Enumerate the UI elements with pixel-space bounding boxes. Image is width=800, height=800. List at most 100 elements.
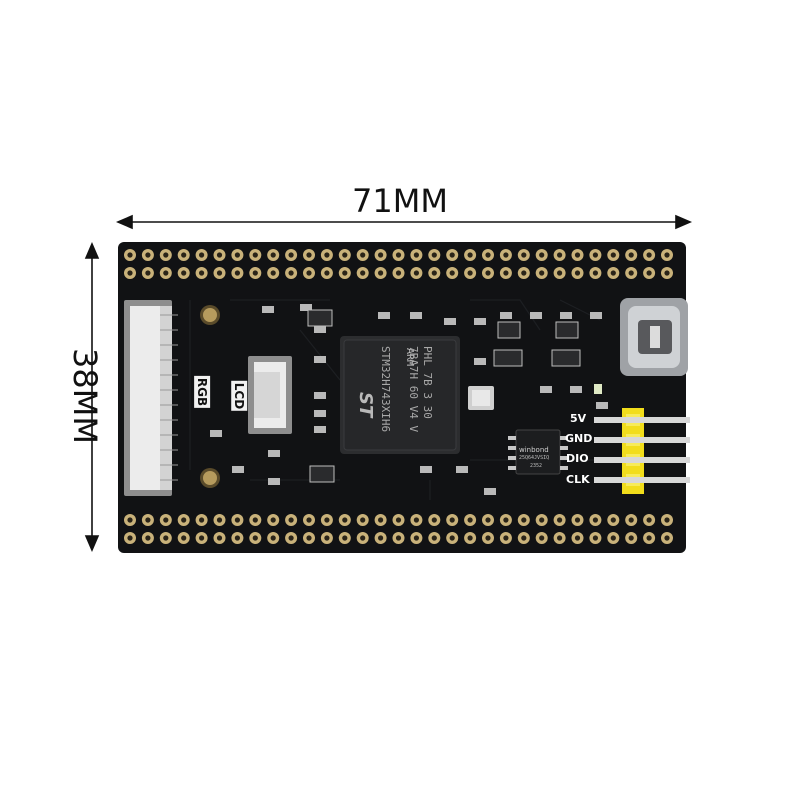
pin-pad-hole (503, 535, 509, 541)
mcu-marking-line3: PHL 7B 3 30 (421, 346, 434, 419)
pin-pad-hole (306, 270, 312, 276)
pin-pad-hole (216, 270, 223, 276)
pin-pad-hole (252, 252, 258, 258)
pin-pad-hole (181, 270, 187, 276)
pin-pad-hole (574, 535, 581, 541)
pin-pad-hole (216, 252, 223, 258)
pin-pad-hole (145, 517, 151, 523)
pin-pad-hole (378, 535, 384, 541)
pin-label-clk: CLK (566, 473, 590, 486)
pin-label-dio: DIO (566, 452, 589, 465)
pin-pad-hole (324, 517, 330, 523)
flash-chip (508, 429, 568, 475)
pin-pad-hole (360, 270, 366, 276)
pin-pad-hole (360, 517, 366, 523)
pin-pad-hole (592, 517, 599, 523)
pin-pad-hole (199, 535, 205, 541)
width-dimension-label: 71MM (352, 182, 448, 220)
pin-pad-hole (485, 270, 491, 276)
pin-pad-hole (557, 517, 563, 523)
voltage-regulators (307, 309, 581, 483)
pin-pad-hole (199, 252, 205, 258)
pin-pad-hole (610, 535, 616, 541)
pin-pad-hole (431, 252, 437, 258)
pin-pad-hole (270, 517, 276, 523)
pin-pad-hole (449, 270, 455, 276)
lcd-fpc-connector (248, 356, 292, 434)
pin-pad-hole (378, 517, 384, 523)
pin-pad-hole (395, 535, 402, 541)
pin-pad-hole (413, 252, 419, 258)
pin-pad-hole (449, 252, 455, 258)
pin-label-5v: 5V (570, 412, 587, 425)
pin-pad-hole (127, 252, 133, 258)
pin-pad-hole (199, 270, 205, 276)
pin-pad-hole (646, 252, 652, 258)
pin-pad-hole (574, 270, 581, 276)
pin-pad-hole (431, 535, 437, 541)
pin-pad-hole (181, 517, 187, 523)
pin-pad-hole (628, 252, 634, 258)
debug-pin-header (594, 408, 690, 494)
pin-pad-hole (467, 252, 473, 258)
smd-components (210, 304, 608, 495)
pin-pad-hole (628, 517, 634, 523)
pin-pad-hole (449, 517, 455, 523)
pin-pad-hole (592, 252, 599, 258)
pin-pad-hole (360, 535, 366, 541)
pin-pad-hole (181, 535, 187, 541)
pin-pad-hole (127, 270, 133, 276)
pin-pad-hole (127, 535, 133, 541)
pin-pad-hole (395, 270, 402, 276)
pin-pad-hole (539, 535, 545, 541)
pin-pad-hole (342, 535, 348, 541)
pin-pad-hole (485, 252, 491, 258)
pin-pad-hole (216, 517, 223, 523)
pin-pad-hole (646, 270, 652, 276)
pin-pad-hole (306, 517, 312, 523)
mcu-chip (340, 336, 460, 454)
pin-pad-hole (163, 517, 169, 523)
pin-pad-hole (145, 535, 151, 541)
pin-pad-hole (234, 517, 240, 523)
pin-pad-hole (628, 270, 634, 276)
flash-brand: winbond (519, 446, 549, 454)
pin-pad-hole (431, 270, 437, 276)
usb-c-connector (620, 298, 688, 376)
pin-pad-hole (234, 270, 240, 276)
pin-pad-hole (342, 252, 348, 258)
flash-date-code: 2352 (530, 463, 543, 469)
mcu-marking-line2: 7BA7H 60 V4 V (407, 346, 420, 433)
mcu-part-number: STM32H743XIH6 (379, 346, 392, 433)
pin-pad-hole (163, 252, 169, 258)
pin-pad-hole (592, 535, 599, 541)
pin-pad-hole (270, 535, 276, 541)
pin-pad-rows (124, 249, 673, 544)
pin-pad-hole (521, 535, 527, 541)
pin-pad-hole (252, 517, 258, 523)
pin-pad-hole (252, 270, 258, 276)
pin-pad-hole (288, 517, 294, 523)
pin-pad-hole (145, 252, 151, 258)
pin-pad-hole (324, 252, 330, 258)
pin-pad-hole (628, 535, 634, 541)
pin-pad-hole (199, 517, 205, 523)
pin-pad-hole (503, 270, 509, 276)
pin-pad-hole (145, 270, 151, 276)
crystal-oscillator (468, 386, 494, 410)
pin-pad-hole (467, 270, 473, 276)
pin-pad-hole (360, 252, 366, 258)
pin-pad-hole (646, 517, 652, 523)
pin-pad-hole (610, 252, 616, 258)
pin-pad-hole (646, 535, 652, 541)
pin-pad-hole (521, 270, 527, 276)
pin-pad-hole (234, 535, 240, 541)
pin-pad-hole (324, 270, 330, 276)
pin-pad-hole (557, 270, 563, 276)
pin-pad-hole (163, 270, 169, 276)
pin-pad-hole (521, 252, 527, 258)
pin-pad-hole (127, 517, 133, 523)
pin-pad-hole (270, 270, 276, 276)
pin-pad-hole (539, 252, 545, 258)
